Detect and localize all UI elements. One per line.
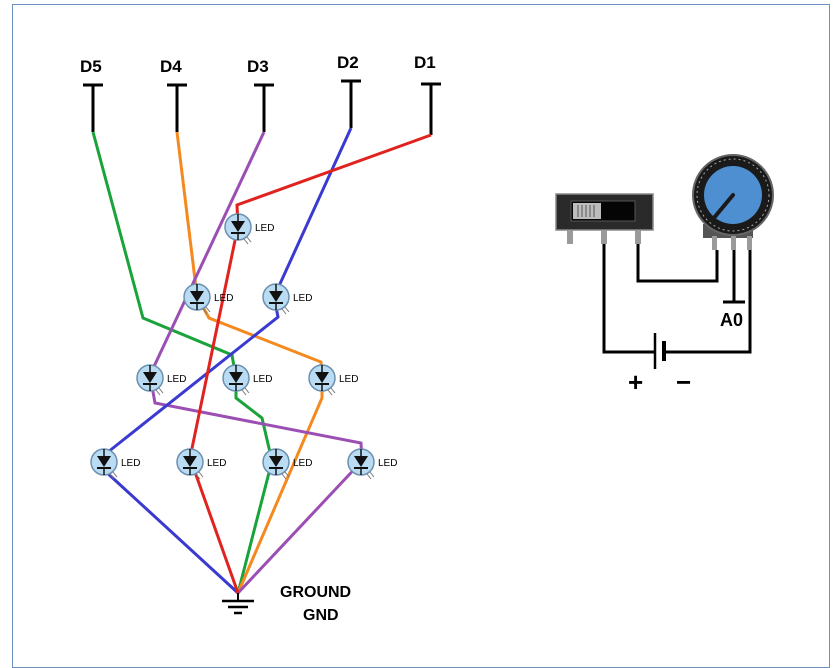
- pin-d3: D3: [247, 57, 274, 132]
- ground-label: GROUND: [280, 584, 351, 601]
- pin-d1-label: D1: [414, 53, 436, 72]
- pin-d5: D5: [80, 57, 103, 132]
- led: LED: [222, 364, 272, 396]
- led: LED: [262, 448, 312, 480]
- led-array: LED LED LED LED LED LED LED LED LED LED: [90, 213, 397, 480]
- ground-symbol: [222, 593, 254, 615]
- led: LED: [176, 448, 226, 480]
- pin-d2-label: D2: [337, 53, 359, 72]
- led: LED: [347, 448, 397, 480]
- led-label: LED: [293, 293, 312, 304]
- wire-d2: [101, 127, 353, 595]
- led-label: LED: [214, 293, 233, 304]
- analog-pin-a0-label: A0: [720, 310, 743, 330]
- pin-d5-label: D5: [80, 57, 102, 76]
- slide-switch: [555, 193, 654, 244]
- switch-circuit-wires: [602, 244, 752, 369]
- led: LED: [262, 283, 312, 315]
- gnd-label: GND: [303, 607, 339, 624]
- wire-d3: [148, 131, 364, 595]
- led-label: LED: [167, 374, 186, 385]
- pin-d1: D1: [414, 53, 441, 135]
- led-label: LED: [339, 374, 358, 385]
- potentiometer: [692, 154, 774, 250]
- pin-d4-label: D4: [160, 57, 182, 76]
- led: LED: [136, 364, 186, 396]
- wire-d1: [188, 133, 432, 594]
- led-label: LED: [293, 458, 312, 469]
- battery-plus-label: +: [628, 367, 643, 397]
- led: LED: [90, 448, 140, 480]
- led-label: LED: [207, 458, 226, 469]
- battery-minus-label: −: [676, 367, 691, 397]
- led: LED: [308, 364, 358, 396]
- led: LED: [183, 283, 233, 315]
- led-label: LED: [121, 458, 140, 469]
- led: LED: [224, 213, 274, 245]
- pin-d3-label: D3: [247, 57, 269, 76]
- pin-d2: D2: [337, 53, 361, 128]
- led-label: LED: [255, 223, 274, 234]
- pin-d4: D4: [160, 57, 187, 132]
- diagram-frame: [12, 4, 830, 668]
- led-label: LED: [253, 374, 272, 385]
- led-label: LED: [378, 458, 397, 469]
